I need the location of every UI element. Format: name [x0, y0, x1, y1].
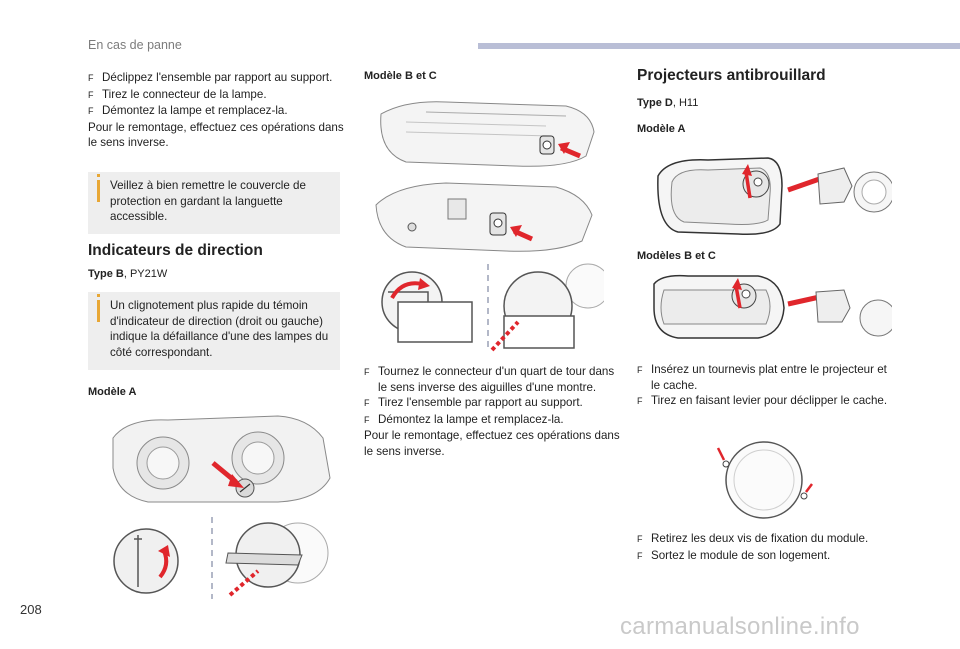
bullet-marker: F — [637, 365, 643, 375]
heading-fog-lamps: Projecteurs antibrouillard — [637, 67, 826, 84]
section-title: En cas de panne — [88, 38, 182, 52]
page-number: 208 — [20, 602, 42, 617]
info-icon — [97, 174, 100, 202]
model-label: Modèle B et C — [364, 70, 437, 82]
bulb-type: Type D, H11 — [637, 97, 699, 109]
info-note: Un clignotement plus rapide du témoin d'… — [88, 292, 340, 370]
header-accent-bar — [478, 43, 960, 49]
connector-rotation-illustration — [108, 515, 340, 605]
paragraph: Pour le remontage, effectuez ces opérati… — [88, 120, 344, 150]
watermark: carmanualsonline.info — [620, 613, 860, 640]
bullet-marker: F — [637, 534, 643, 544]
info-note: Veillez à bien remettre le couvercle de … — [88, 172, 340, 234]
bullet-marker: F — [637, 550, 643, 561]
bulb-type: Type B, PY21W — [88, 268, 168, 280]
model-label: Modèles B et C — [637, 250, 716, 262]
bullet-marker: F — [637, 396, 643, 406]
bullet-marker: F — [364, 414, 370, 425]
headlamp-model-b-top-illustration — [366, 92, 598, 172]
bullet-marker: F — [364, 367, 370, 377]
headlamp-model-c-illustration — [366, 175, 598, 255]
fog-lamp-model-bc-illustration — [648, 268, 892, 354]
info-icon — [97, 294, 100, 322]
fog-lamp-model-a-illustration — [648, 146, 892, 238]
model-label: Modèle A — [637, 123, 686, 135]
connector-quarter-turn-illustration — [378, 262, 604, 354]
bullet-marker: F — [364, 398, 370, 408]
paragraph: Pour le remontage, effectuez ces opérati… — [364, 429, 620, 458]
heading-direction-indicators: Indicateurs de direction — [88, 242, 263, 259]
bullet-marker: F — [88, 73, 94, 83]
fog-lamp-module-screws-illustration — [708, 440, 820, 520]
headlamp-model-a-illustration — [108, 408, 338, 508]
bullet-marker: F — [88, 89, 94, 100]
model-label: Modèle A — [88, 386, 137, 398]
bullet-marker: F — [88, 106, 94, 116]
